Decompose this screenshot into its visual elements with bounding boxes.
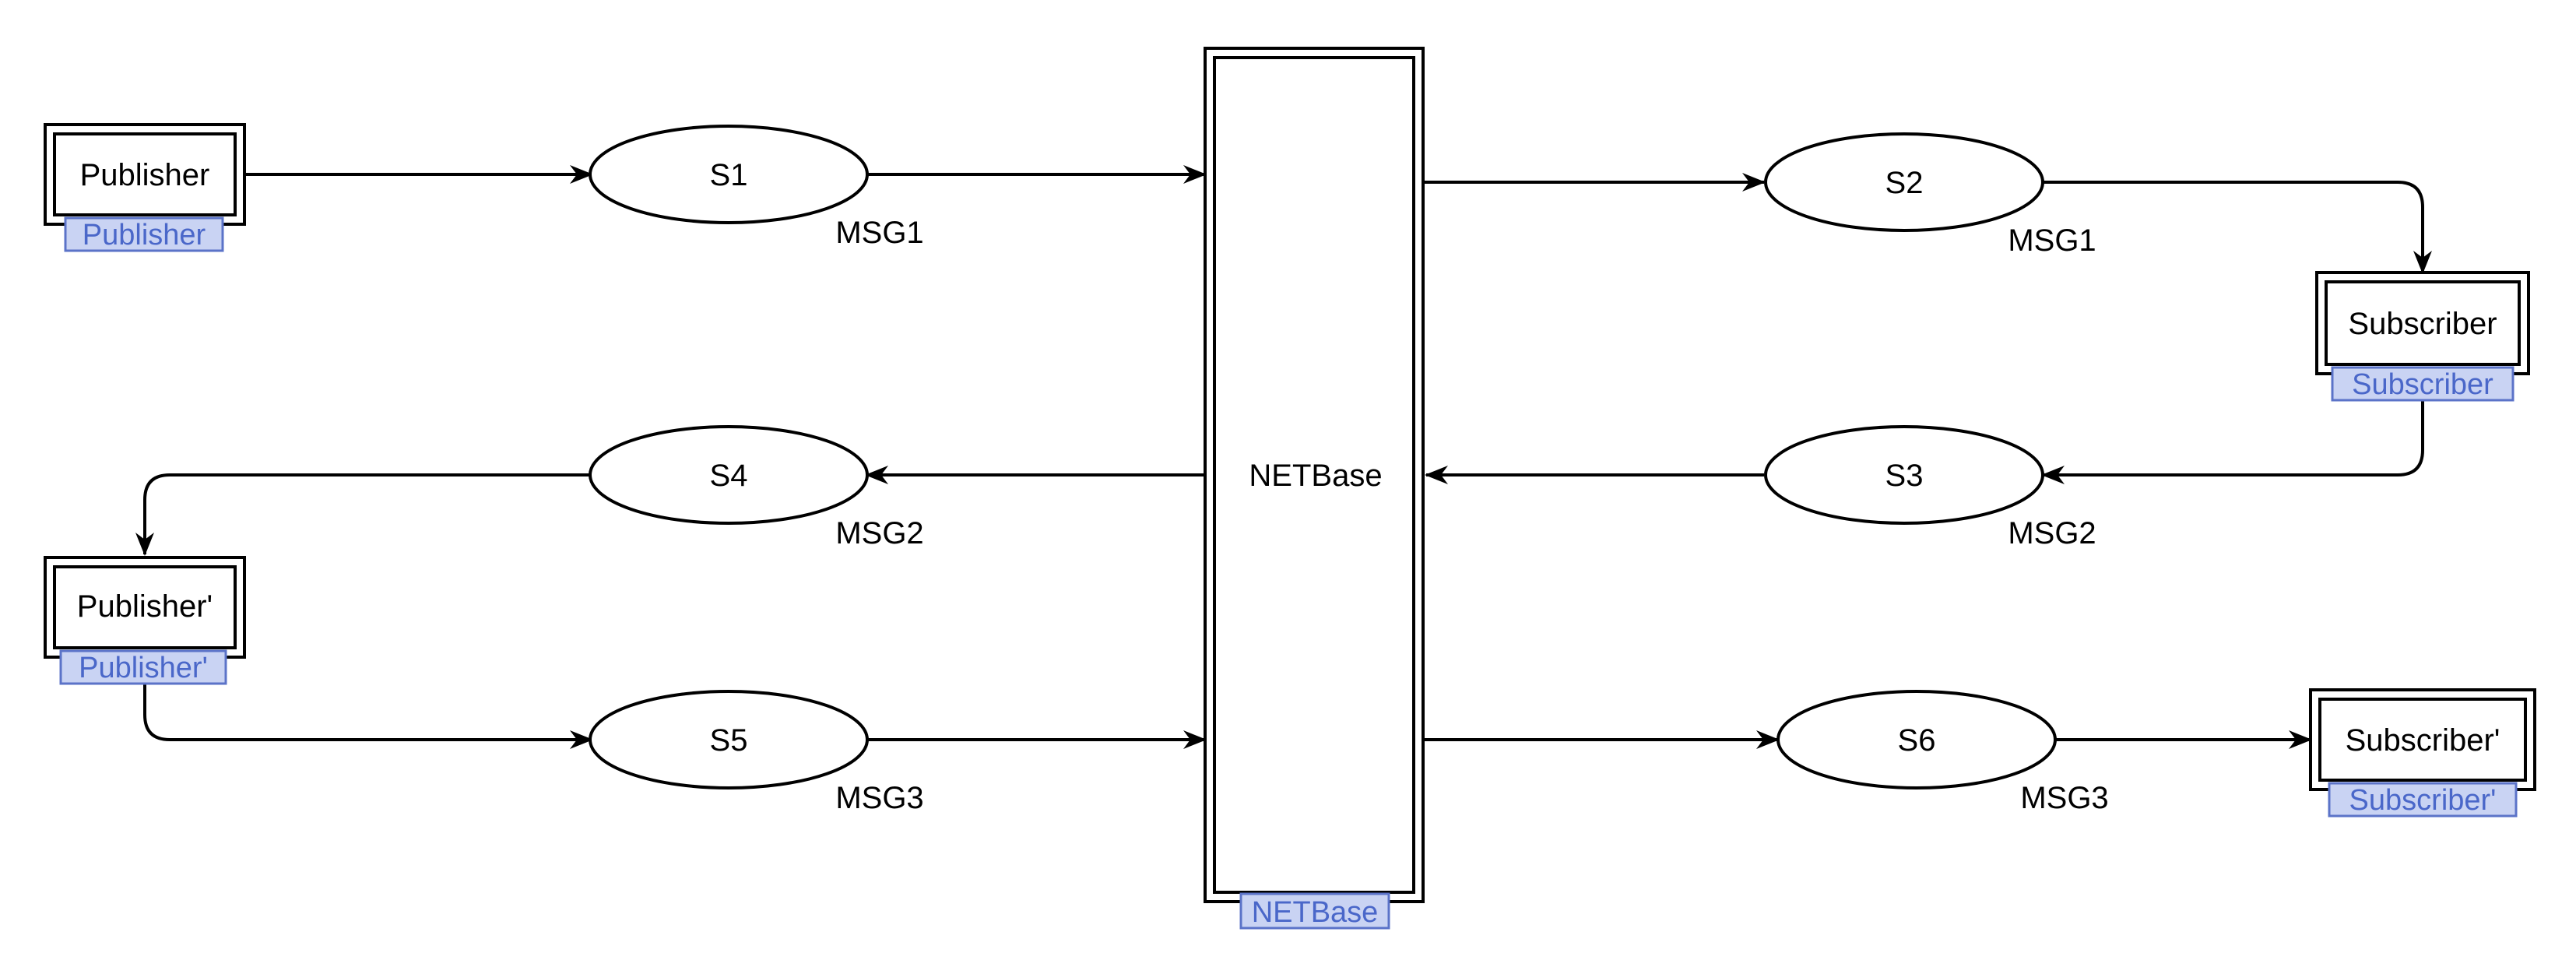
s2-message-label: MSG1 <box>2008 223 2096 258</box>
s2-label: S2 <box>1885 166 1924 200</box>
subscriber-node[interactable]: Subscriber Subscriber <box>2315 271 2530 402</box>
netbase-tag: NETBase <box>1252 896 1379 929</box>
stream-s3[interactable]: S3 MSG2 <box>1764 425 2096 550</box>
s5-label: S5 <box>710 723 748 758</box>
s6-label: S6 <box>1898 723 1936 758</box>
edge-publisher-prime-to-s5 <box>143 682 593 749</box>
publisher-prime-label: Publisher' <box>77 589 213 624</box>
netbase-label: NETBase <box>1249 459 1382 493</box>
subscriber-prime-tag: Subscriber' <box>2349 784 2497 817</box>
s6-message-label: MSG3 <box>2020 781 2108 815</box>
edge-s4-to-publisher-prime <box>135 473 592 556</box>
publisher-node[interactable]: Publisher Publisher <box>44 123 246 252</box>
edge-subscriber-to-s3 <box>2041 399 2424 484</box>
netbase-node[interactable]: NETBase NETBase <box>1204 47 1425 930</box>
s3-label: S3 <box>1885 459 1924 493</box>
stream-s6[interactable]: S6 MSG3 <box>1776 690 2109 815</box>
subscriber-label: Subscriber <box>2348 307 2497 341</box>
netbase-tag-box <box>1239 892 1390 930</box>
subscriber-prime-node[interactable]: Subscriber' Subscriber' <box>2309 688 2536 818</box>
s1-label: S1 <box>710 158 748 192</box>
publisher-label: Publisher <box>80 158 210 192</box>
edge-s2-to-subscriber <box>2043 181 2432 274</box>
subscriber-tag: Subscriber <box>2352 368 2493 401</box>
connectors <box>135 165 2432 749</box>
subscriber-tag-box <box>2331 366 2514 402</box>
subscriber-prime-label: Subscriber' <box>2346 723 2500 758</box>
publisher-tag: Publisher <box>83 219 206 251</box>
s4-message-label: MSG2 <box>835 516 923 550</box>
publisher-prime-tag: Publisher' <box>79 652 208 684</box>
stream-s4[interactable]: S4 MSG2 <box>589 425 924 550</box>
s1-message-label: MSG1 <box>835 216 923 250</box>
s4-label: S4 <box>710 459 748 493</box>
publisher-prime-tag-box <box>59 649 227 685</box>
stream-s2[interactable]: S2 MSG1 <box>1764 132 2096 258</box>
s3-message-label: MSG2 <box>2008 516 2096 550</box>
s5-message-label: MSG3 <box>835 781 923 815</box>
publisher-prime-node[interactable]: Publisher' Publisher' <box>44 556 246 685</box>
publisher-tag-box <box>64 216 224 252</box>
subscriber-prime-tag-box <box>2328 782 2518 818</box>
stream-s5[interactable]: S5 MSG3 <box>589 690 924 815</box>
stream-s1[interactable]: S1 MSG1 <box>589 125 924 250</box>
